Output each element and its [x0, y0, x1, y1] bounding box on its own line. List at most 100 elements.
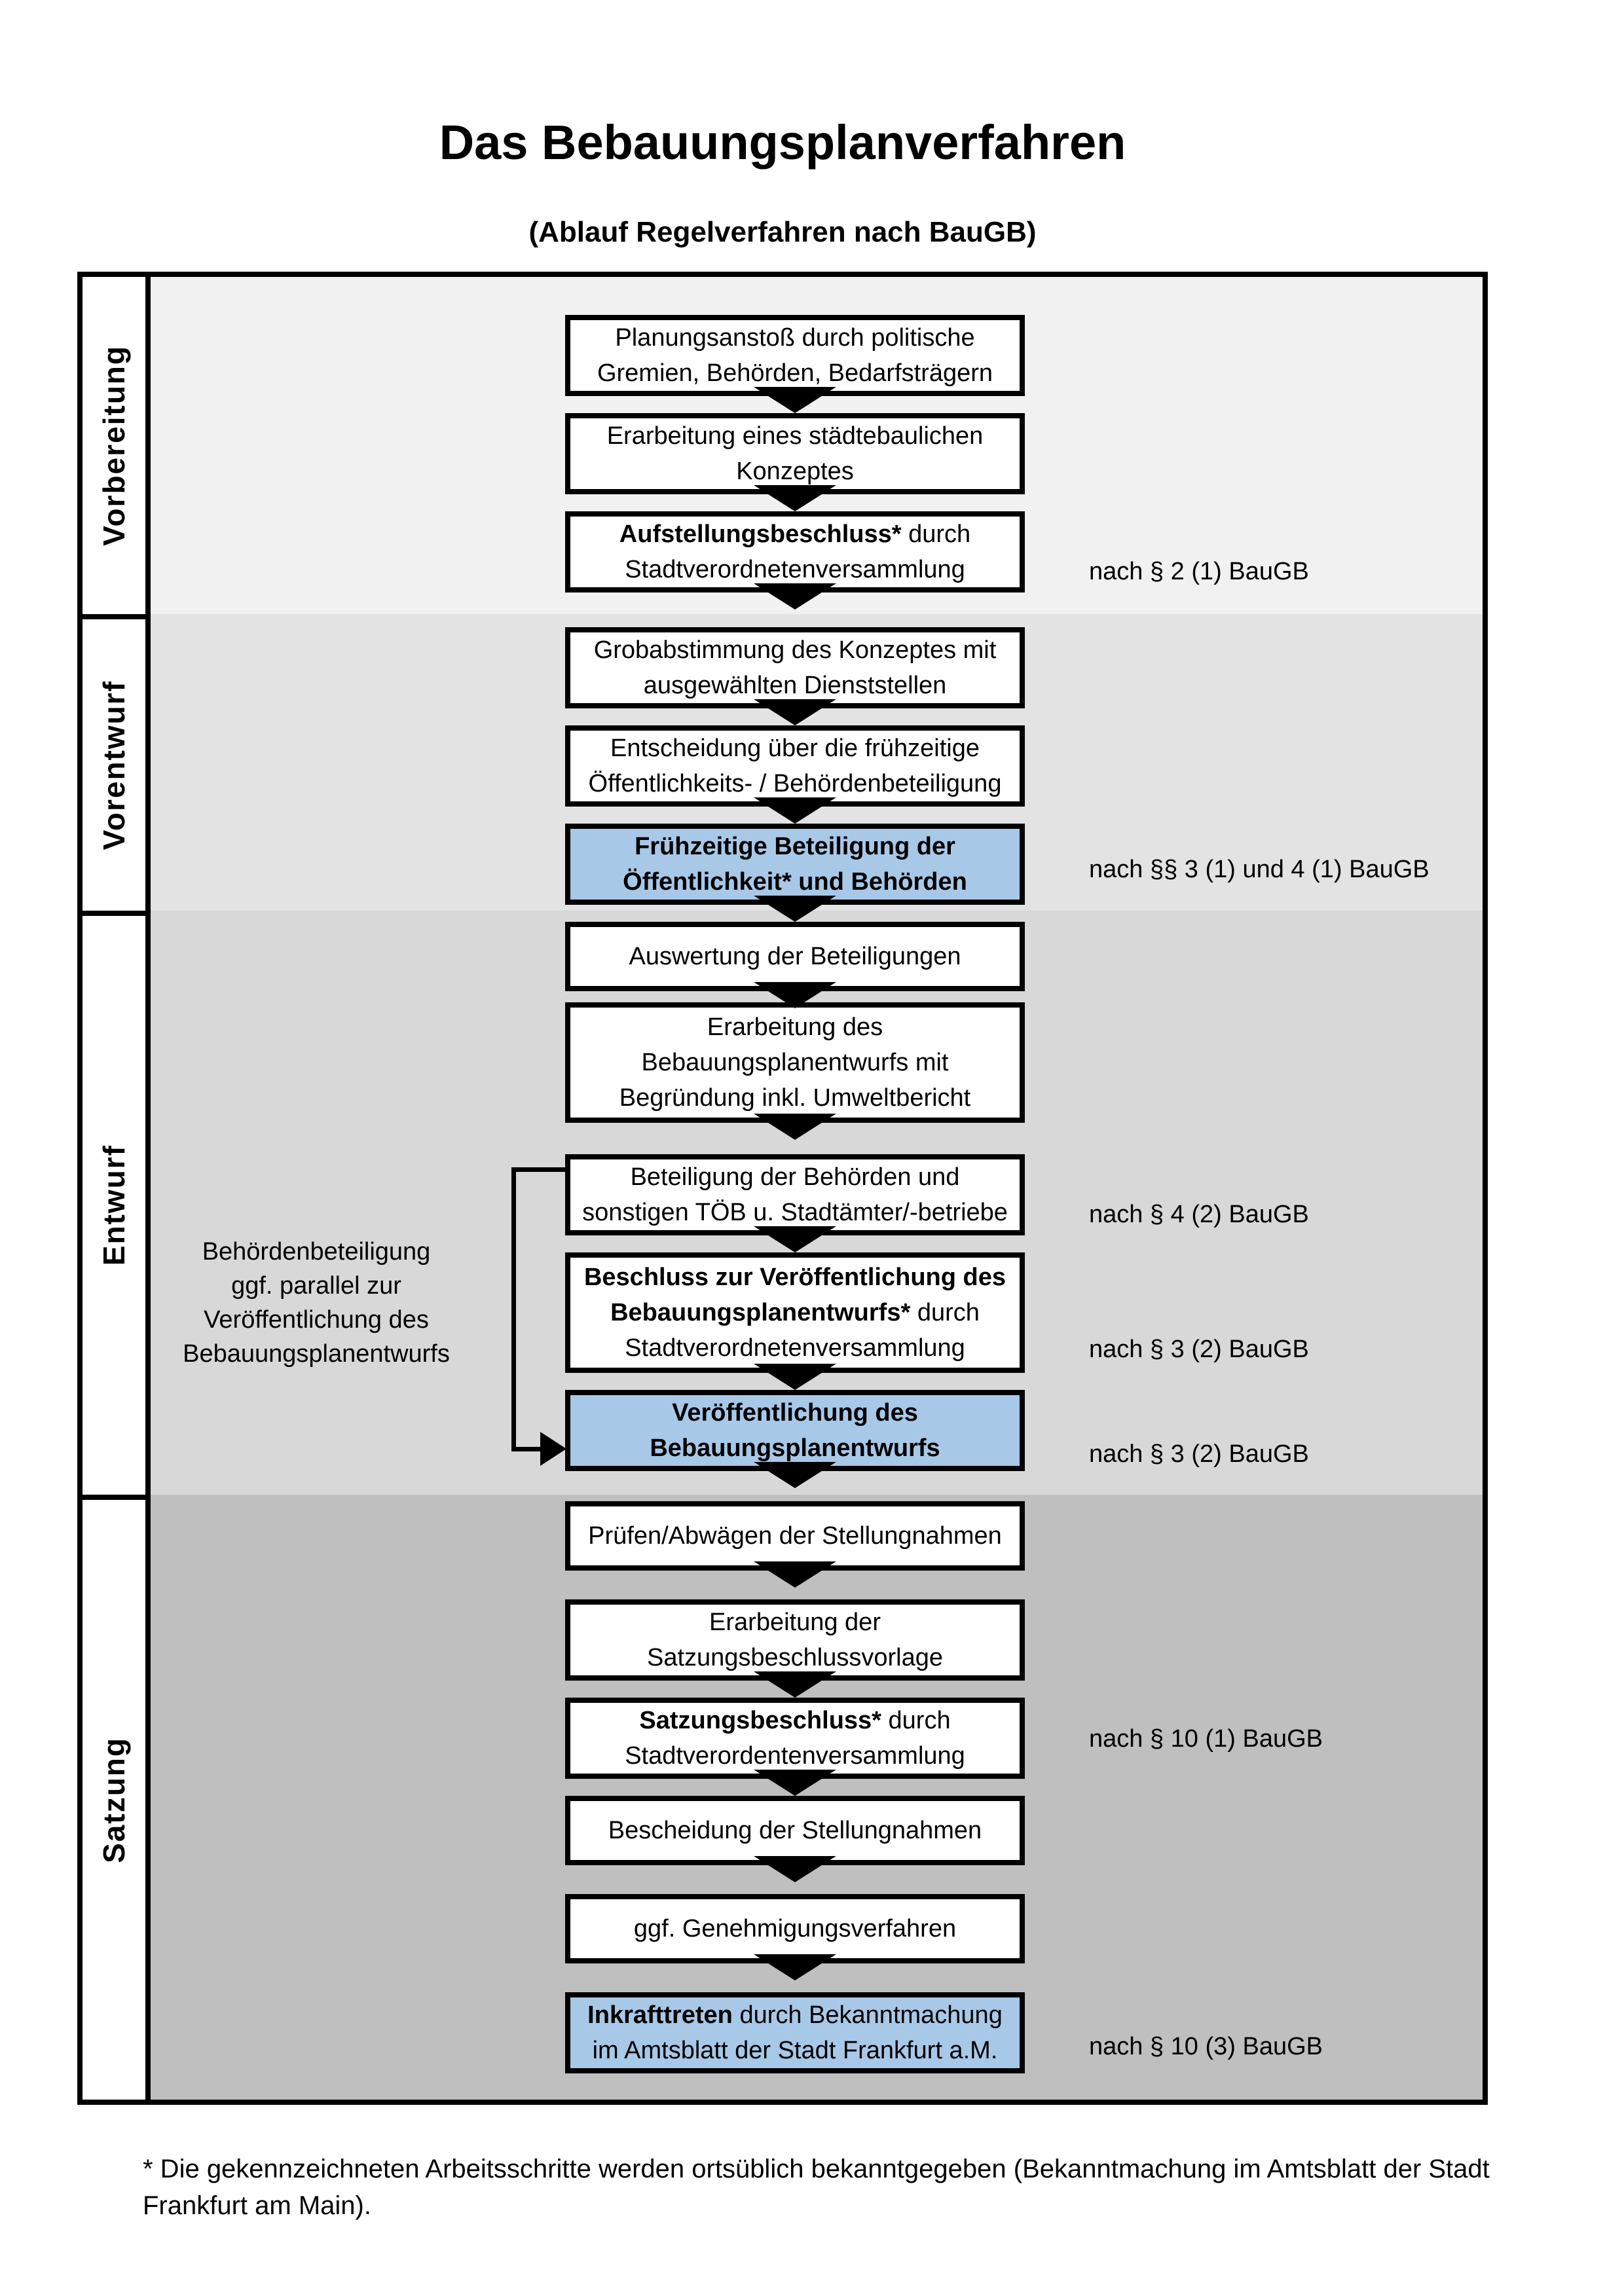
- process-box-text-line: Planungsanstoß durch politische: [615, 320, 974, 355]
- text-run: durch Bekanntmachung: [732, 2001, 1003, 2029]
- parallel-note: Behördenbeteiligung ggf. parallel zur Ve…: [181, 1235, 452, 1371]
- flow-down-arrow-icon: [754, 1770, 836, 1796]
- flow-down-arrow-icon: [754, 1954, 836, 1980]
- process-box-text-line: Stadtverordnetenversammlung: [625, 1330, 965, 1366]
- process-box-text-line: Erarbeitung der: [709, 1605, 881, 1640]
- process-box-genehmigungsverfahren: ggf. Genehmigungsverfahren: [565, 1894, 1025, 1963]
- flow-down-arrow-icon: [754, 1462, 836, 1488]
- process-box-text-line: Stadtverordnetenversammlung: [625, 552, 965, 587]
- flow-down-arrow-icon: [754, 699, 836, 725]
- text-run: ausgewählten Dienststellen: [643, 672, 947, 699]
- process-box-pruefen-abwaegen: Prüfen/Abwägen der Stellungnahmen: [565, 1501, 1025, 1571]
- text-run: Frühzeitige Beteiligung der: [635, 833, 955, 860]
- process-box-text-line: Inkrafttreten durch Bekanntmachung: [587, 1997, 1003, 2033]
- text-run: Stadtverordnetenversammlung: [625, 556, 965, 583]
- parallel-connector-top-line: [511, 1167, 565, 1172]
- process-box-text-line: Begründung inkl. Umweltbericht: [619, 1080, 971, 1116]
- legal-reference: nach § 2 (1) BauGB: [1089, 558, 1309, 585]
- process-box-text-line: Bebauungsplanentwurfs: [650, 1430, 940, 1466]
- process-box-text-line: Öffentlichkeit* und Behörden: [623, 864, 967, 900]
- text-run: Erarbeitung eines städtebaulichen: [606, 422, 984, 450]
- flow-down-arrow-icon: [754, 797, 836, 824]
- text-run: durch: [901, 520, 971, 548]
- phase-cell-vorbereitung: Vorbereitung: [83, 277, 151, 614]
- process-box-text-line: Grobabstimmung des Konzeptes mit: [594, 632, 997, 668]
- flow-down-arrow-icon: [754, 583, 836, 610]
- process-box-text-line: Stadtverordentenversammlung: [625, 1738, 965, 1774]
- footnote-line: * Die gekennzeichneten Arbeitsschritte w…: [143, 2155, 1490, 2183]
- page-subtitle: (Ablauf Regelverfahren nach BauGB): [528, 216, 1037, 248]
- text-run: Erarbeitung der: [709, 1609, 881, 1636]
- flow-down-arrow-icon: [754, 1114, 836, 1140]
- process-box-grobabstimmung: Grobabstimmung des Konzeptes mit ausgewäh…: [565, 627, 1025, 708]
- text-run: Aufstellungsbeschluss*: [619, 520, 902, 548]
- text-run: Satzungsbeschlussvorlage: [646, 1644, 944, 1671]
- legal-reference: nach § 10 (3) BauGB: [1089, 2033, 1323, 2060]
- text-run: Veröffentlichung des: [672, 1399, 918, 1427]
- process-box-text-line: Prüfen/Abwägen der Stellungnahmen: [588, 1518, 1002, 1554]
- flow-down-arrow-icon: [754, 896, 836, 922]
- process-box-text-line: Entscheidung über die frühzeitige: [610, 731, 980, 766]
- process-box-text-line: Satzungsbeschluss* durch: [639, 1703, 950, 1738]
- text-run: Stadtverordnetenversammlung: [625, 1334, 965, 1362]
- process-box-text-line: Aufstellungsbeschluss* durch: [619, 517, 970, 552]
- text-run: durch: [881, 1707, 951, 1734]
- text-run: Auswertung der Beteiligungen: [629, 943, 961, 970]
- text-run: Bebauungsplanentwurfs*: [610, 1299, 911, 1326]
- parallel-note-line: Behördenbeteiligung: [202, 1238, 431, 1266]
- text-run: Bescheidung der Stellungnahmen: [608, 1817, 982, 1844]
- page-title: Das Bebauungsplanverfahren: [439, 115, 1126, 170]
- process-box-text-line: Veröffentlichung des: [672, 1395, 918, 1430]
- legal-reference: nach § 10 (1) BauGB: [1089, 1725, 1323, 1753]
- text-run: Planungsanstoß durch politische: [615, 324, 975, 352]
- footnote-line: Frankfurt am Main).: [143, 2191, 371, 2220]
- process-box-text-line: ggf. Genehmigungsverfahren: [634, 1911, 956, 1946]
- text-run: durch: [910, 1299, 980, 1326]
- footnote: * Die gekennzeichneten Arbeitsschritte w…: [143, 2151, 1531, 2224]
- flow-down-arrow-icon: [754, 1561, 836, 1588]
- process-box-text-line: Gremien, Behörden, Bedarfsträgern: [597, 355, 993, 391]
- phase-cell-entwurf: Entwurf: [83, 911, 151, 1495]
- text-run: Öffentlichkeit* und Behörden: [623, 868, 967, 896]
- text-run: Inkrafttreten: [587, 2001, 733, 2029]
- process-box-text-line: Auswertung der Beteiligungen: [629, 939, 961, 974]
- phase-label: Satzung: [97, 1736, 131, 1863]
- text-run: Satzungsbeschluss*: [639, 1707, 881, 1734]
- legal-reference: nach §§ 3 (1) und 4 (1) BauGB: [1089, 856, 1430, 883]
- process-box-text-line: Erarbeitung eines städtebaulichen: [607, 418, 984, 454]
- text-run: Öffentlichkeits- / Behördenbeteiligung: [588, 770, 1002, 797]
- flow-down-arrow-icon: [754, 1856, 836, 1882]
- legal-reference: nach § 4 (2) BauGB: [1089, 1201, 1309, 1228]
- text-run: Begründung inkl. Umweltbericht: [619, 1084, 971, 1112]
- text-run: Konzeptes: [736, 458, 854, 485]
- parallel-note-line: Bebauungsplanentwurfs: [183, 1340, 450, 1368]
- text-run: Beteiligung der Behörden und: [630, 1163, 960, 1191]
- phase-label: Vorentwurf: [97, 680, 131, 850]
- text-run: sonstigen TÖB u. Stadtämter/-betriebe: [582, 1199, 1008, 1226]
- phase-cell-satzung: Satzung: [83, 1495, 151, 2100]
- text-run: Beschluss zur Veröffentlichung des: [583, 1264, 1006, 1291]
- process-box-text-line: Frühzeitige Beteiligung der: [635, 829, 955, 864]
- process-box-text-line: Beteiligung der Behörden und: [631, 1159, 960, 1195]
- flow-down-arrow-icon: [754, 982, 836, 1008]
- parallel-note-line: ggf. parallel zur: [231, 1272, 401, 1300]
- legal-reference: nach § 3 (2) BauGB: [1089, 1440, 1309, 1468]
- text-run: Stadtverordentenversammlung: [625, 1742, 965, 1770]
- process-box-text-line: Konzeptes: [736, 454, 854, 489]
- process-box-beteiligung-behoerden: Beteiligung der Behörden und sonstigen TÖ…: [565, 1154, 1025, 1235]
- process-box-bescheidung-stellungnahmen: Bescheidung der Stellungnahmen: [565, 1796, 1025, 1865]
- flow-down-arrow-icon: [754, 387, 836, 413]
- phase-cell-vorentwurf: Vorentwurf: [83, 614, 151, 911]
- text-run: Grobabstimmung des Konzeptes mit: [593, 636, 997, 664]
- process-box-auswertung-beteiligungen: Auswertung der Beteiligungen: [565, 922, 1025, 991]
- parallel-connector-bottom-line: [511, 1447, 544, 1451]
